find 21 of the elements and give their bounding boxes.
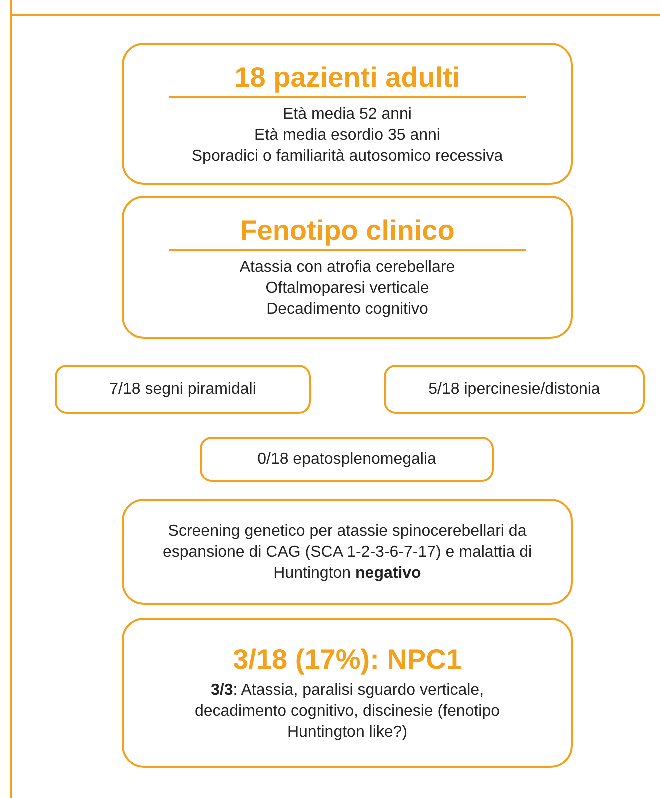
body-text: Sporadici o familiarità autosomico recessiva [192, 146, 504, 166]
body-text: 5/18 ipercinesie/distonia [428, 380, 600, 400]
body-text: 0/18 epatosplenomegalia [258, 450, 436, 470]
body-text: 7/18 segni piramidali [110, 380, 256, 400]
rounded-box [122, 618, 573, 768]
body-text: Oftalmoparesi verticale [266, 279, 430, 299]
rounded-box [122, 196, 573, 339]
rounded-box [384, 365, 645, 414]
body-text: 3/3: Atassia, paralisi sguardo verticale, decadimento cognitivo, discinesie (fenotipo Huntington like?) [194, 680, 502, 742]
rounded-box [122, 499, 573, 605]
body-text: Decadimento cognitivo [266, 300, 428, 320]
heading: 3/18 (17%): NPC1 [233, 644, 462, 676]
body-text: Screening genetico per atassie spinocerebellari da espansione di CAG (SCA 1-2-3-6-7-17) e malattia di Huntington negativo [162, 522, 534, 584]
body-text: Atassia con atrofia cerebellare [240, 258, 456, 278]
rounded-box [122, 43, 573, 185]
rounded-box [55, 365, 311, 414]
rounded-box [200, 437, 494, 482]
body-text: Età media 52 anni [283, 104, 412, 124]
heading: 18 pazienti adulti [234, 62, 460, 94]
body-text: Età media esordio 35 anni [254, 126, 440, 146]
heading: Fenotipo clinico [240, 215, 455, 247]
